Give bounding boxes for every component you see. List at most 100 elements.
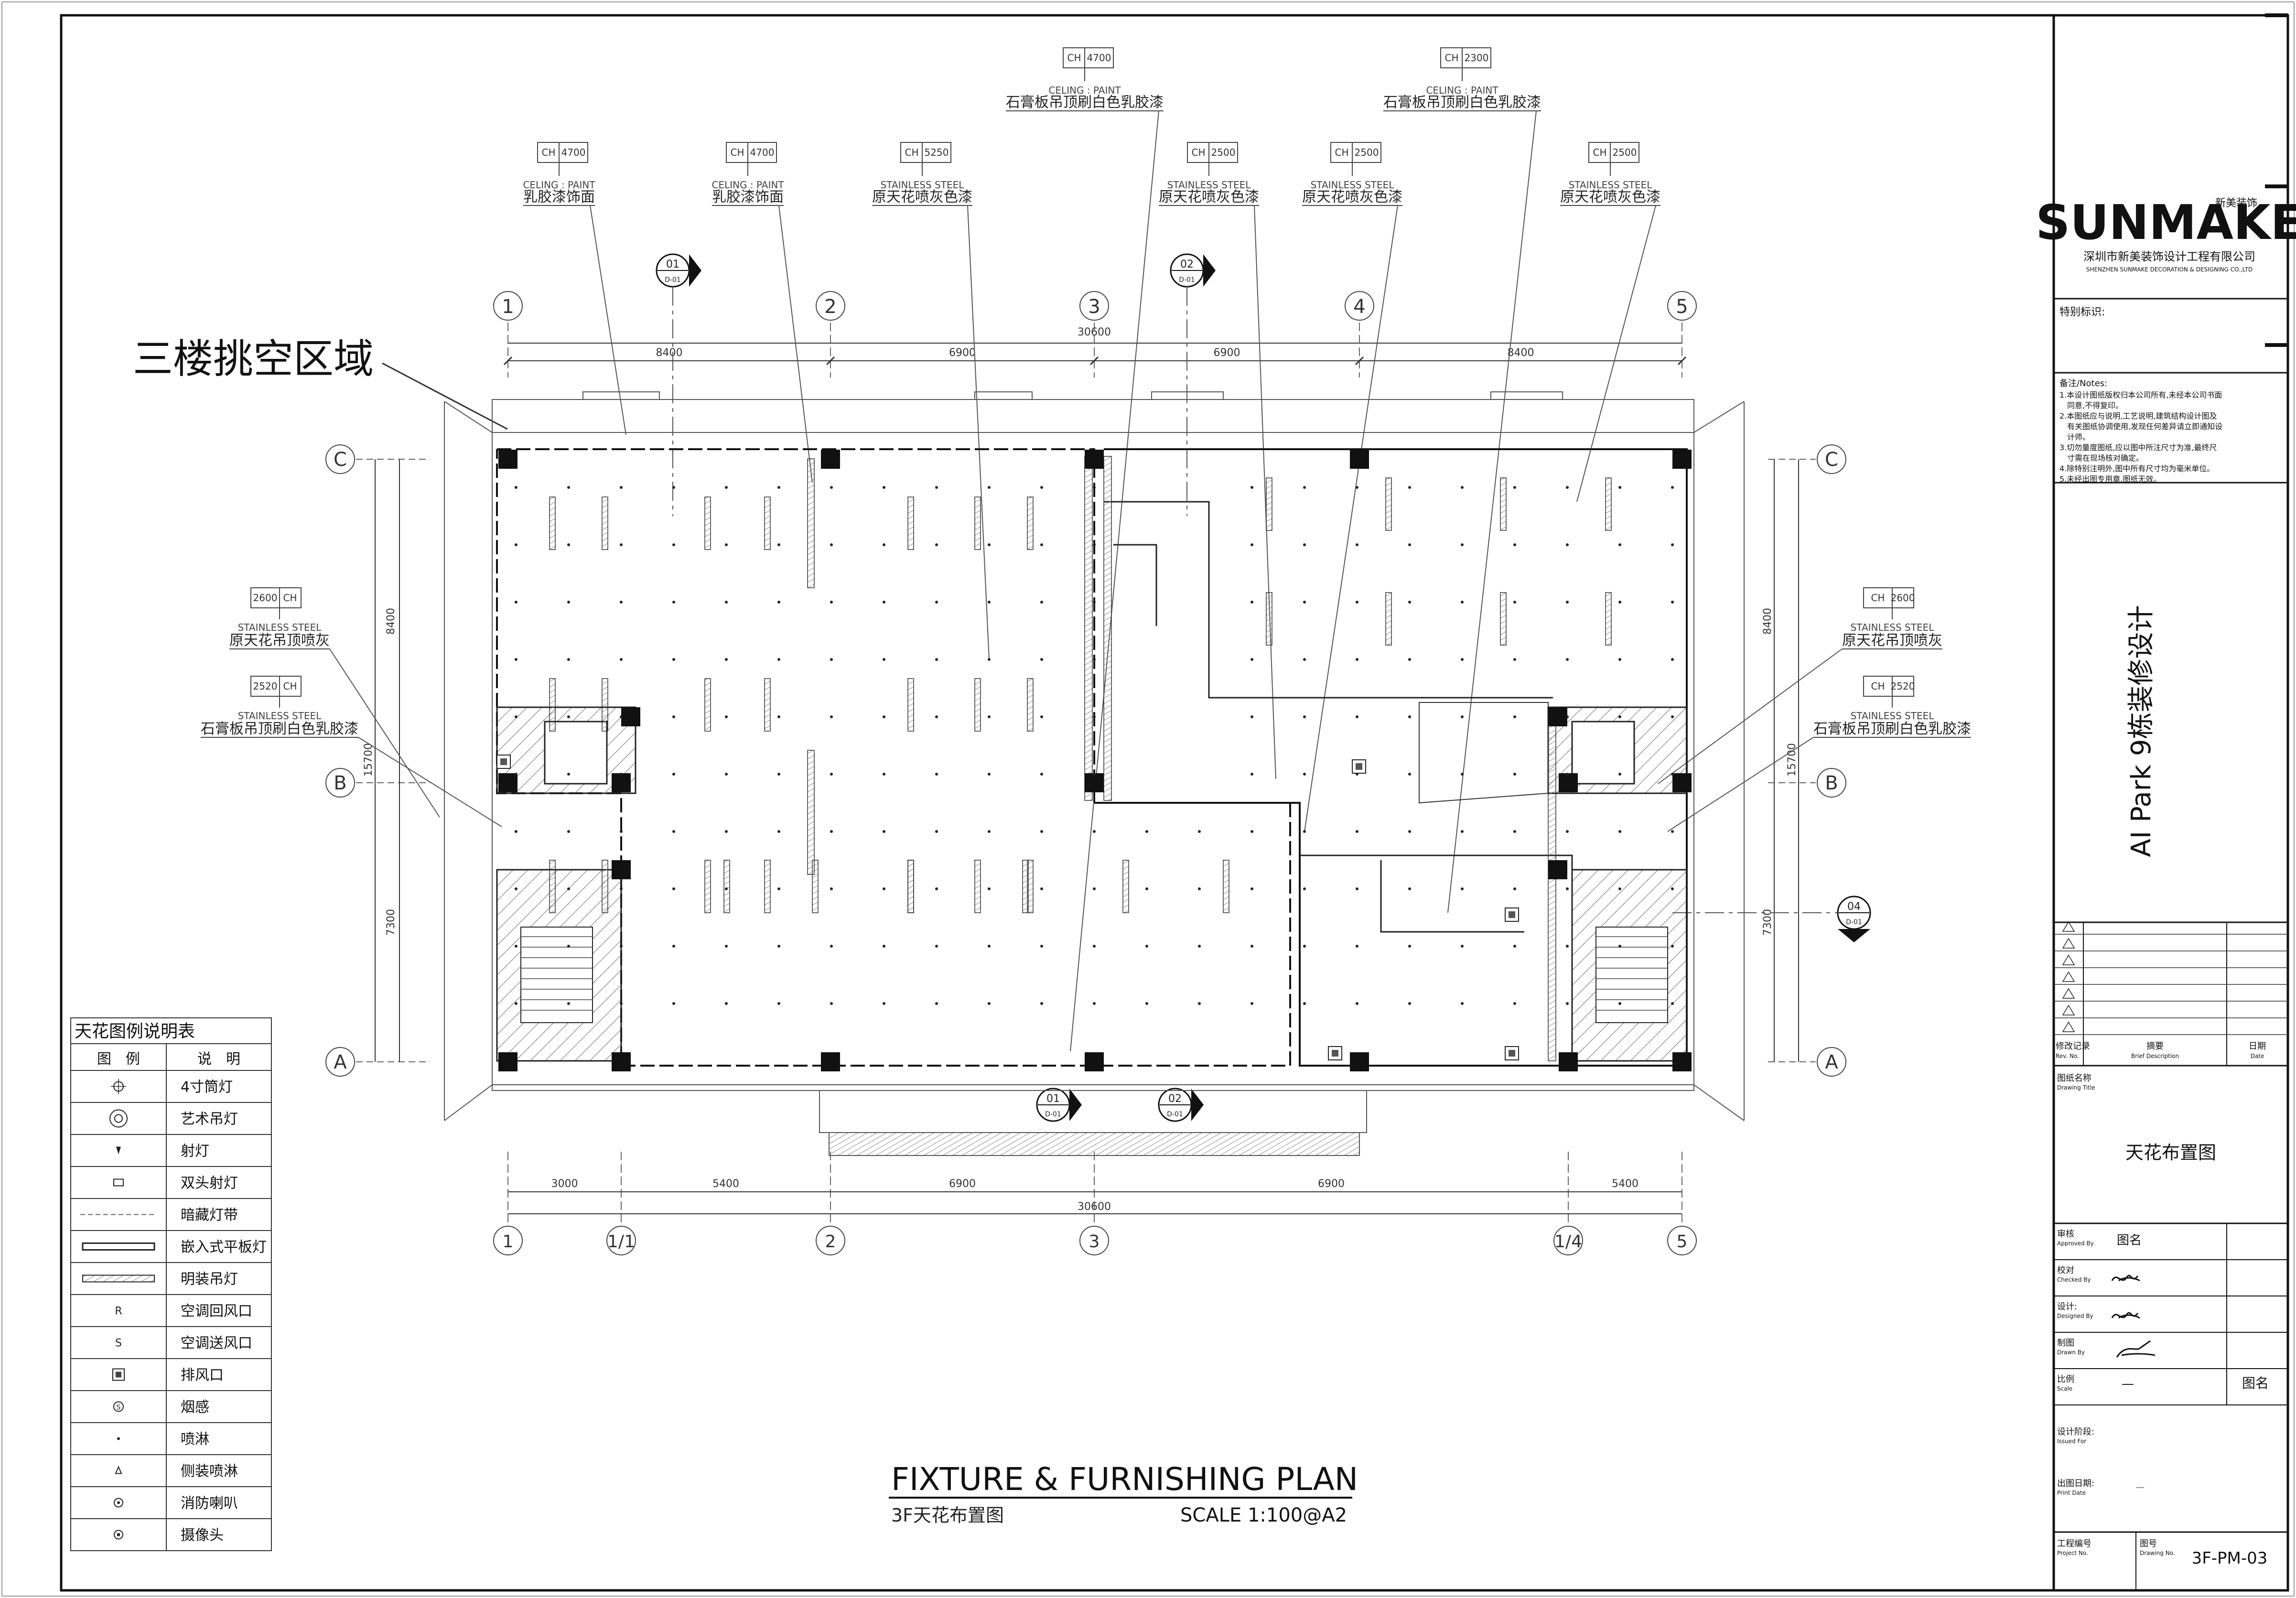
sprinkler-head [1513,1002,1516,1005]
section-arrow [1838,929,1870,942]
structural-column [1085,1052,1104,1071]
note-line: 寸需在现场核对确定。 [2059,453,2144,463]
grid-label-row: B [1825,772,1838,794]
sprinkler-head [1303,601,1306,604]
ch-tag-material-en: STAINLESS STEEL [1311,179,1395,191]
tb-row-label-en: Checked By [2057,1276,2091,1283]
sprinkler-head [1671,715,1674,718]
sprinkler-head [725,945,728,948]
sprinkler-head [1513,830,1516,833]
structural-column [1350,450,1369,469]
sprinkler-head [515,887,517,890]
grid-bubble-bottom [816,1226,845,1255]
sprinkler-head [1040,486,1043,489]
sprinkler-head [567,658,570,661]
sprinkler-head [1040,601,1043,604]
surface-pendant-light [1122,860,1129,913]
ch-tag-value-box [1610,142,1639,163]
inner-wall [1104,501,1553,699]
structural-column [1350,1052,1369,1071]
lift-shaft-left [544,721,608,785]
surface-pendant-light [549,497,556,550]
slab-edge-top [444,401,1745,433]
sprinkler-head [830,715,833,718]
grid-label-bottom: 5 [1677,1232,1688,1252]
grid-bubble-top [1345,291,1374,321]
sprinkler-head [1513,601,1516,604]
surface-pendant-light [907,860,914,913]
pendant-lamp-icon [109,1109,128,1128]
section-sheet: D-01 [1846,918,1862,926]
sprinkler-head [1618,601,1621,604]
revision-triangle-icon [2062,988,2075,999]
rev-desc-en: Brief Description [2131,1053,2179,1059]
sprinkler-head [1671,486,1674,489]
surface-pendant-light [1385,592,1392,646]
signature-mark [2116,1340,2156,1358]
ch-tag-label: CH [1593,147,1606,158]
sprinkler-head [1356,945,1358,948]
legend-item-label: 摄像头 [181,1527,224,1544]
sprinkler-head [672,658,675,661]
side-tag-box [279,587,302,608]
sprinkler-head [567,945,570,948]
sprinkler-head [725,486,728,489]
sprinkler-head [777,1002,780,1005]
exhaust-vent-core [1509,911,1515,918]
sprinkler-head [1671,773,1674,776]
sprinkler-head [1408,887,1411,890]
side-tag-ch: 2520 [1891,680,1915,692]
dim-tick [1677,356,1687,366]
sprinkler-head [620,715,623,718]
ch-tag-leader [778,205,813,483]
legend-col-desc: 说 明 [197,1051,240,1068]
slab-outline [492,399,1694,1091]
slab-edge-bottom [444,1084,1745,1121]
legend-item-label: 空调送风口 [181,1335,252,1352]
sprinkler-head [620,945,623,948]
sprinkler-head [672,486,675,489]
sprinkler-head [1356,658,1358,661]
return-vent-icon: R [115,1306,122,1317]
legend-item-label: 空调回风口 [181,1303,252,1320]
grid-label-bottom: 1/4 [1554,1232,1582,1252]
structural-column [821,450,840,469]
sprinkler-head [1566,715,1569,718]
surface-pendant-light [602,678,608,732]
sprinkler-head [1408,601,1411,604]
grid-label-row: C [334,449,347,471]
ch-tag-value-box [747,142,777,163]
downlight-icon [111,1079,126,1094]
legend-item-label: 明装吊灯 [181,1271,238,1288]
tb-row-label: 审核 [2057,1229,2074,1239]
ch-tag-value-box [1462,47,1491,68]
ch-tag-label: CH [1335,147,1348,158]
structural-column [1672,450,1692,469]
sprinkler-head [1356,486,1358,489]
sprinkler-head [725,830,728,833]
sprinkler-head [1303,658,1306,661]
drawing-no-label-en: Drawing No. [2140,1550,2175,1556]
main-wall-right [1094,448,1688,1067]
supply-vent-icon: S [115,1338,122,1350]
rev-date: 日期 [2249,1041,2266,1051]
sprinkler-head [1461,830,1464,833]
sprinkler-head [935,773,938,776]
surface-pendant-light [1385,477,1392,531]
sprinkler-head [830,887,833,890]
ch-tag-value: 5250 [925,147,949,158]
side-sprinkler-icon [115,1465,122,1474]
sprinkler-head [988,830,991,833]
note-line: 同意,不得复印。 [2059,401,2123,410]
structural-column [498,773,517,792]
fire-speaker-icon [114,1498,123,1508]
drawing-no-label: 图号 [2140,1539,2157,1549]
dim-top: 8400 [656,347,683,359]
print-date-label: 出图日期: [2057,1479,2094,1489]
sprinkler-head [515,945,517,948]
sprinkler-head [1618,773,1621,776]
